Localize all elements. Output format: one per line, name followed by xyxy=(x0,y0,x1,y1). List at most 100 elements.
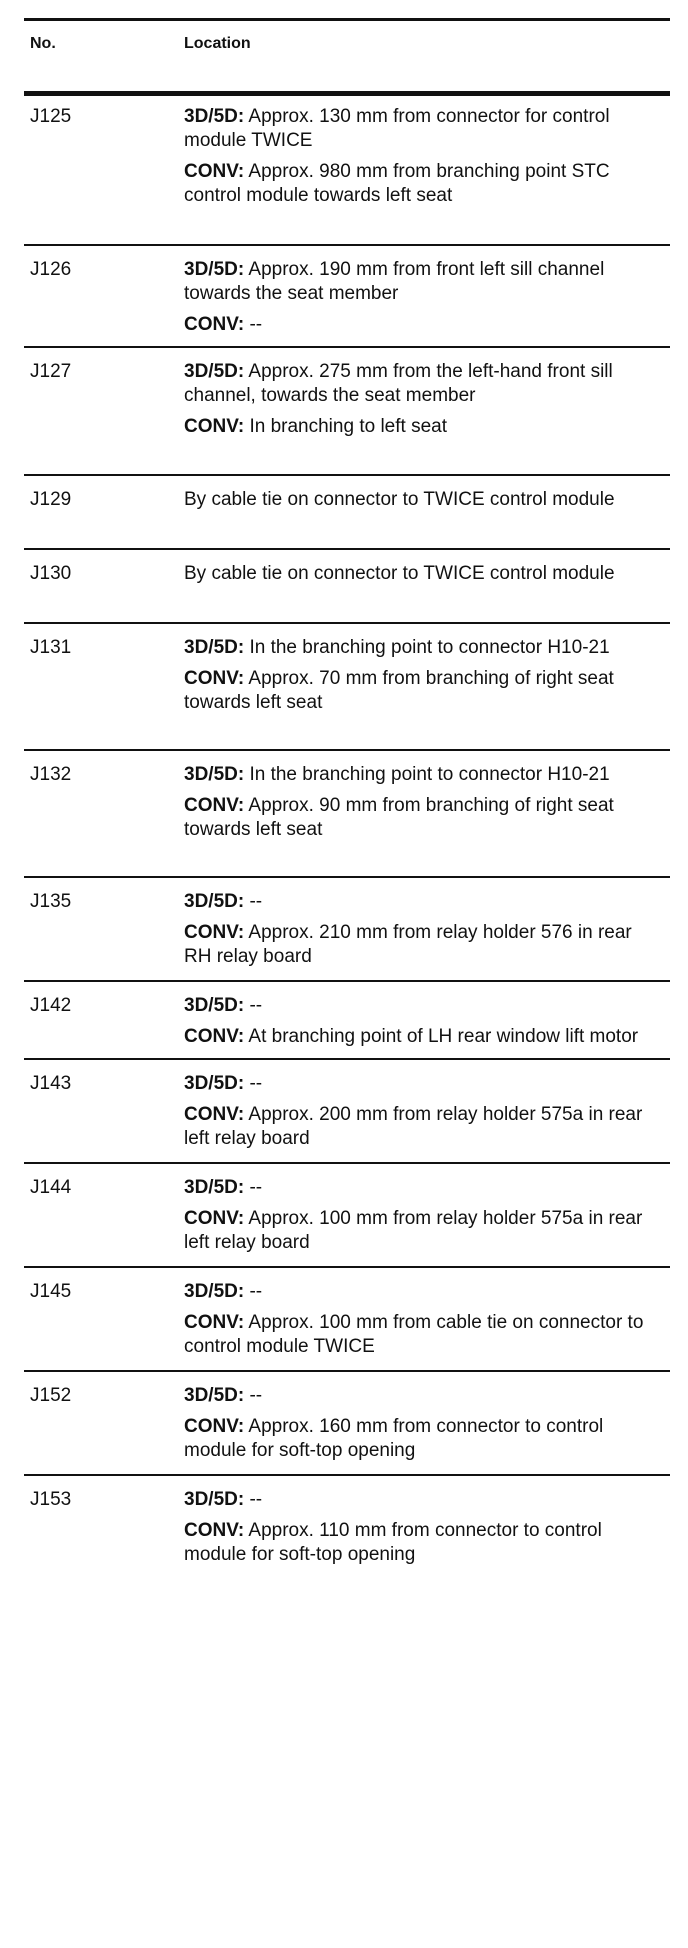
location-line: CONV: Approx. 90 mm from branching of ri… xyxy=(184,794,664,842)
location-line: 3D/5D: -- xyxy=(184,1072,664,1096)
row-number: J126 xyxy=(30,259,72,280)
location-line: CONV: Approx. 70 mm from branching of ri… xyxy=(184,667,664,715)
table-row: J144 3D/5D: -- CONV: Approx. 100 mm from r… xyxy=(24,1162,670,1266)
location-line: 3D/5D: In the branching point to connect… xyxy=(184,763,664,787)
variant-label: 3D/5D: xyxy=(184,259,245,280)
row-number: J135 xyxy=(30,891,72,912)
row-number: J132 xyxy=(30,764,72,785)
location-text: Approx. 130 mm from connector for contro… xyxy=(184,106,610,151)
location-text: Approx. 275 mm from the left-hand front … xyxy=(184,361,613,406)
location-line: 3D/5D: -- xyxy=(184,994,664,1018)
location-line: CONV: Approx. 160 mm from connector to c… xyxy=(184,1415,664,1463)
location-line: 3D/5D: -- xyxy=(184,1384,664,1408)
row-location: 3D/5D: Approx. 130 mm from connector for… xyxy=(184,93,670,244)
row-number: J130 xyxy=(30,563,72,584)
row-location: 3D/5D: In the branching point to connect… xyxy=(184,624,670,749)
location-text: At branching point of LH rear window lif… xyxy=(244,1026,639,1047)
table-row: J135 3D/5D: -- CONV: Approx. 210 mm from r… xyxy=(24,876,670,980)
table-row: J132 3D/5D: In the branching point to con… xyxy=(24,749,670,876)
location-text: -- xyxy=(244,314,263,335)
location-line: CONV: Approx. 200 mm from relay holder 5… xyxy=(184,1103,664,1151)
row-location: 3D/5D: -- CONV: Approx. 210 mm from relay… xyxy=(184,878,670,980)
row-number: J127 xyxy=(30,361,72,382)
row-location: 3D/5D: In the branching point to connect… xyxy=(184,751,670,876)
row-number: J125 xyxy=(30,106,72,127)
location-table: No. Location J125 3D/5D: Approx. 130 mm f… xyxy=(24,18,670,1566)
location-text: Approx. 100 mm from cable tie on connect… xyxy=(184,1312,644,1357)
table-row: J130 By cable tie on connector to TWICE c… xyxy=(24,548,670,622)
location-line: CONV: Approx. 100 mm from cable tie on c… xyxy=(184,1311,664,1359)
row-number: J129 xyxy=(30,489,72,510)
location-line: 3D/5D: In the branching point to connect… xyxy=(184,636,664,660)
location-text: Approx. 100 mm from relay holder 575a in… xyxy=(184,1208,643,1253)
row-location: 3D/5D: -- CONV: At branching point of LH … xyxy=(184,982,670,1058)
row-number: J144 xyxy=(30,1177,72,1198)
table-row: J143 3D/5D: -- CONV: Approx. 200 mm from r… xyxy=(24,1058,670,1162)
table-row: J142 3D/5D: -- CONV: At branching point of… xyxy=(24,980,670,1058)
variant-label: 3D/5D: xyxy=(184,1281,245,1302)
row-location: 3D/5D: Approx. 190 mm from front left si… xyxy=(184,246,670,346)
row-number: J143 xyxy=(30,1073,72,1094)
location-text: Approx. 70 mm from branching of right se… xyxy=(184,668,614,713)
variant-label: 3D/5D: xyxy=(184,637,245,658)
location-line: 3D/5D: Approx. 130 mm from connector for… xyxy=(184,105,664,153)
variant-label: CONV: xyxy=(184,668,245,689)
location-text: In branching to left seat xyxy=(244,416,447,437)
variant-label: CONV: xyxy=(184,1208,245,1229)
location-line: CONV: In branching to left seat xyxy=(184,415,664,439)
variant-label: 3D/5D: xyxy=(184,1177,245,1198)
variant-label: 3D/5D: xyxy=(184,1073,245,1094)
location-text: -- xyxy=(244,995,263,1016)
location-text: -- xyxy=(244,1281,263,1302)
table-row: J127 3D/5D: Approx. 275 mm from the left-… xyxy=(24,346,670,474)
location-text: In the branching point to connector H10-… xyxy=(244,764,610,785)
location-line: 3D/5D: -- xyxy=(184,890,664,914)
location-line: CONV: -- xyxy=(184,313,664,337)
location-line: CONV: Approx. 980 mm from branching poin… xyxy=(184,160,664,208)
variant-label: 3D/5D: xyxy=(184,764,245,785)
location-line: By cable tie on connector to TWICE contr… xyxy=(184,562,664,586)
location-line: 3D/5D: Approx. 275 mm from the left-hand… xyxy=(184,360,664,408)
header-location: Location xyxy=(184,35,251,52)
location-line: 3D/5D: -- xyxy=(184,1176,664,1200)
location-text: Approx. 110 mm from connector to control… xyxy=(184,1520,602,1565)
variant-label: CONV: xyxy=(184,1312,245,1333)
location-line: 3D/5D: -- xyxy=(184,1488,664,1512)
location-text: -- xyxy=(244,1489,263,1510)
variant-label: CONV: xyxy=(184,1416,245,1437)
location-text: -- xyxy=(244,1385,263,1406)
location-line: CONV: Approx. 110 mm from connector to c… xyxy=(184,1519,664,1567)
row-location: 3D/5D: Approx. 275 mm from the left-hand… xyxy=(184,348,670,474)
location-line: By cable tie on connector to TWICE contr… xyxy=(184,488,664,512)
location-text: In the branching point to connector H10-… xyxy=(244,637,610,658)
row-location: 3D/5D: -- CONV: Approx. 110 mm from conne… xyxy=(184,1476,670,1566)
location-text: Approx. 210 mm from relay holder 576 in … xyxy=(184,922,632,967)
location-text: By cable tie on connector to TWICE contr… xyxy=(184,563,615,584)
row-number: J142 xyxy=(30,995,72,1016)
location-text: -- xyxy=(244,1073,263,1094)
location-line: CONV: At branching point of LH rear wind… xyxy=(184,1025,664,1049)
location-text: Approx. 160 mm from connector to control… xyxy=(184,1416,604,1461)
variant-label: CONV: xyxy=(184,161,245,182)
variant-label: CONV: xyxy=(184,314,245,335)
location-text: By cable tie on connector to TWICE contr… xyxy=(184,489,615,510)
location-line: CONV: Approx. 210 mm from relay holder 5… xyxy=(184,921,664,969)
variant-label: 3D/5D: xyxy=(184,1385,245,1406)
row-location: 3D/5D: -- CONV: Approx. 100 mm from cable… xyxy=(184,1268,670,1370)
variant-label: CONV: xyxy=(184,1104,245,1125)
header-no: No. xyxy=(30,35,56,52)
location-text: Approx. 980 mm from branching point STC … xyxy=(184,161,610,206)
variant-label: CONV: xyxy=(184,1520,245,1541)
table-row: J129 By cable tie on connector to TWICE c… xyxy=(24,474,670,548)
table-body: J125 3D/5D: Approx. 130 mm from connector… xyxy=(24,93,670,1566)
row-location: 3D/5D: -- CONV: Approx. 100 mm from relay… xyxy=(184,1164,670,1266)
row-number: J152 xyxy=(30,1385,72,1406)
row-location: By cable tie on connector to TWICE contr… xyxy=(184,550,670,622)
variant-label: CONV: xyxy=(184,922,245,943)
variant-label: 3D/5D: xyxy=(184,361,245,382)
variant-label: CONV: xyxy=(184,416,245,437)
table-row: J152 3D/5D: -- CONV: Approx. 160 mm from c… xyxy=(24,1370,670,1474)
variant-label: 3D/5D: xyxy=(184,1489,245,1510)
